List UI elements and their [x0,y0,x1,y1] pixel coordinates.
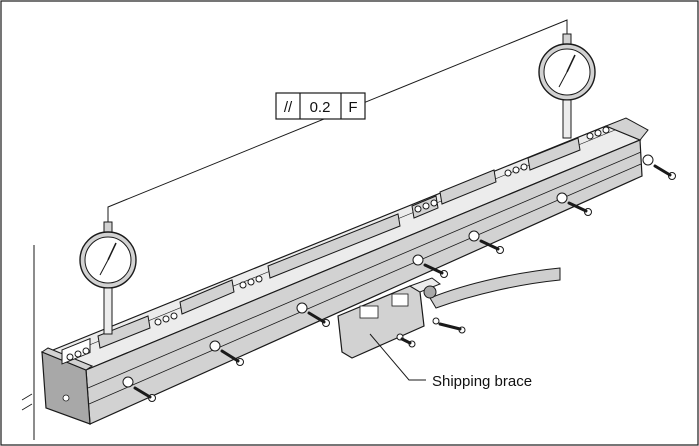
dial-gauge-icon [79,221,137,335]
screw-shafts [133,164,672,399]
clamp-5 [504,163,528,177]
clamp-2 [154,312,178,326]
signal-cable [429,267,561,309]
clamp-6 [586,126,610,140]
clamp-4 [414,199,438,213]
shipping-brace-label: Shipping brace [432,373,532,390]
top-blocks [97,137,581,349]
clamp-1 [61,337,91,365]
parallelism-symbol: // [284,99,293,116]
clamp-3 [239,275,263,289]
shipping-brace-leader [369,333,426,381]
tolerance-value: 0.2 [310,99,331,116]
dial-gauge-icon [538,33,596,139]
washer-icon [122,376,134,388]
tolerance-frame: // 0.2 F [275,92,366,120]
mounting-clamps [61,126,610,365]
scanning-head [337,277,442,359]
datum-letter: F [348,99,357,116]
mounting-surface-hatch [21,393,33,411]
